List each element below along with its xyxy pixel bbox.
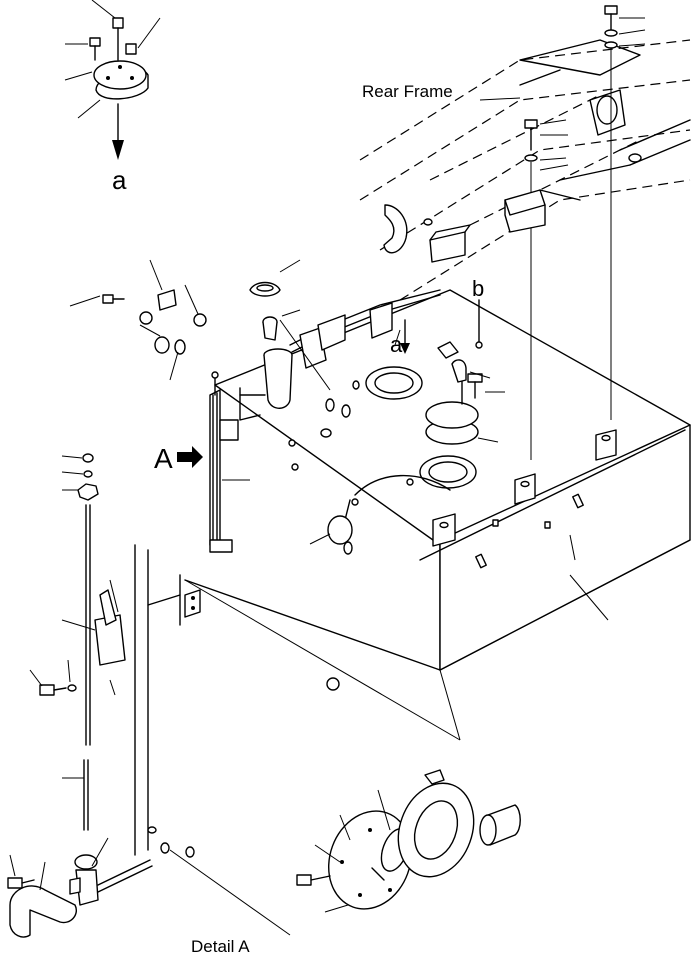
fuel-tank <box>184 289 691 671</box>
side-fittings <box>69 259 301 481</box>
tank-rail <box>134 544 461 856</box>
callout-a-upper: a <box>112 165 127 195</box>
rear-frame-label: Rear Frame <box>362 82 453 101</box>
detail-a-assembly <box>7 453 291 938</box>
flange-ring-lower <box>419 455 477 489</box>
view-a-arrow <box>177 446 203 468</box>
arrow-a-down <box>400 319 410 354</box>
view-a-label: A <box>154 443 173 474</box>
sender-unit <box>309 474 451 555</box>
top-left-cover <box>64 0 161 160</box>
rear-frame-outline <box>359 39 691 301</box>
leader-lines <box>469 97 609 621</box>
detail-a-label: Detail A <box>191 937 250 954</box>
mount-block <box>383 189 546 263</box>
access-cover <box>425 341 505 445</box>
callout-a-lower: a <box>390 332 403 357</box>
filler-neck <box>239 281 293 421</box>
frame-bolt-center <box>524 119 567 460</box>
frame-bolt-right <box>604 5 646 420</box>
callout-b-marker <box>475 299 483 349</box>
callout-b: b <box>472 276 484 301</box>
drain-cover-assembly <box>296 769 521 913</box>
flange-ring-upper <box>365 366 423 400</box>
level-gauge <box>209 371 239 553</box>
breather-pipe <box>279 289 441 471</box>
